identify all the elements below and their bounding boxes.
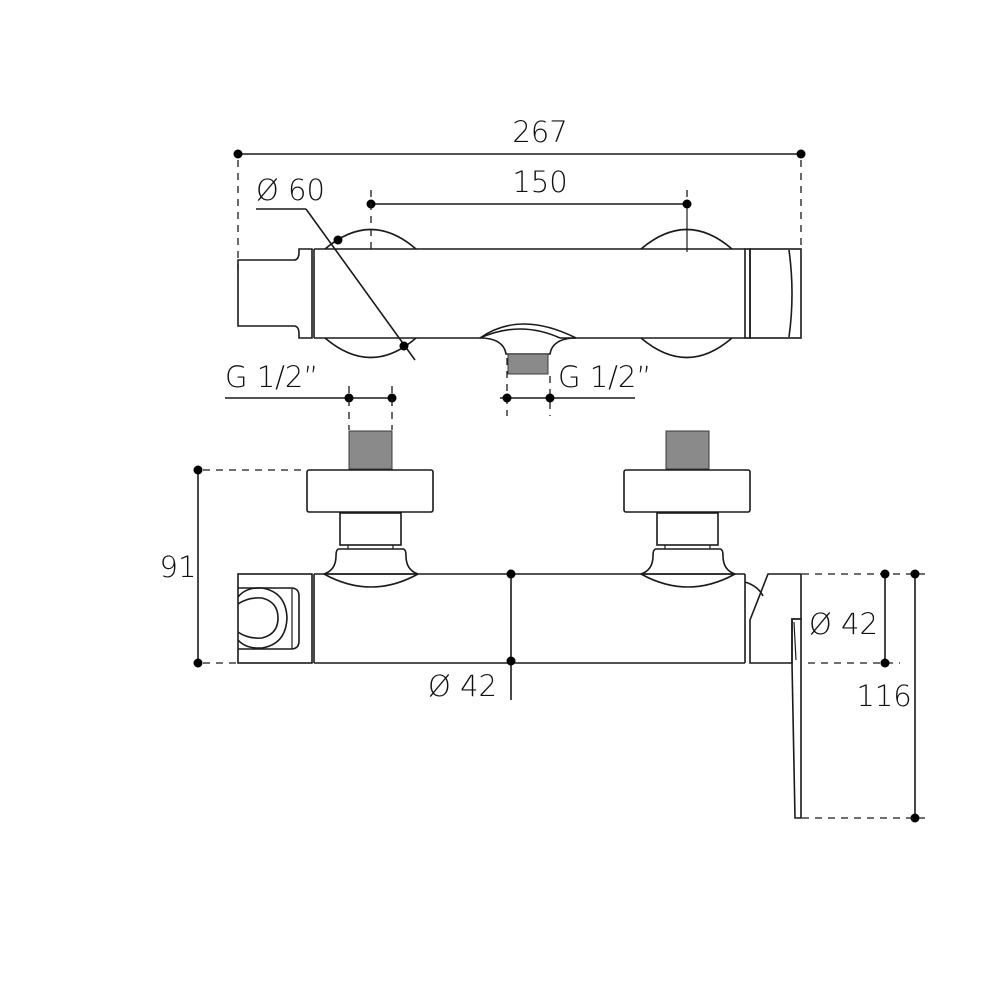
label-inlet-thread: G 1/2” [225, 360, 318, 394]
dimension-flange-diameter: Ø 60 [256, 173, 416, 361]
right-flange-top [640, 228, 733, 250]
label-inlet-spacing: 150 [512, 165, 567, 199]
dimension-inlet-spacing: 150 [366, 165, 692, 252]
top-view: 267 150 [233, 115, 806, 416]
dimension-body-diameter: Ø 42 [428, 569, 516, 703]
dimension-inlet-thread: G 1/2” [225, 360, 397, 430]
front-body [237, 573, 802, 819]
dimension-overall-width: 267 [233, 115, 806, 270]
label-inlet-height: 91 [160, 550, 197, 584]
label-outlet-thread: G 1/2” [558, 360, 651, 394]
dimension-inlet-height: 91 [160, 465, 306, 668]
right-inlet [623, 430, 751, 588]
dimension-outlet-thread: G 1/2” [500, 358, 651, 416]
label-body-diameter: Ø 42 [428, 669, 497, 703]
dimension-handle-diameter: Ø 42 [802, 569, 925, 668]
label-flange-diameter: Ø 60 [256, 173, 325, 207]
right-flange-bottom [640, 337, 733, 359]
label-overall-width: 267 [512, 115, 567, 149]
label-handle-height: 116 [856, 679, 911, 713]
label-handle-diameter: Ø 42 [809, 607, 878, 641]
top-body [237, 248, 802, 375]
front-view: G 1/2” [160, 360, 925, 823]
dimension-handle-height: 116 [802, 569, 925, 823]
left-inlet [306, 430, 434, 588]
